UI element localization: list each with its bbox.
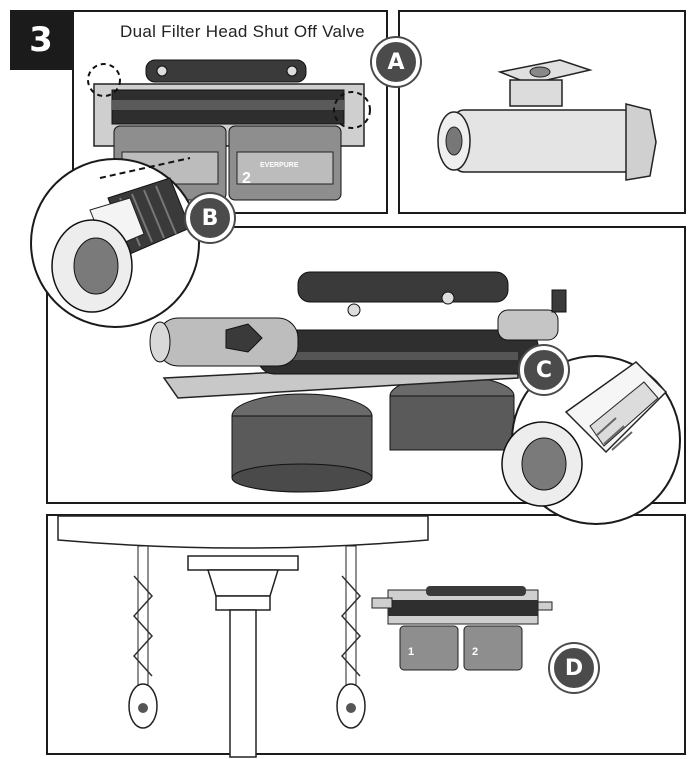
drain: [187, 555, 299, 571]
filter-label-2: 2: [242, 170, 251, 187]
mini-filter-label-1: 1: [408, 646, 415, 658]
sink-basin: [57, 515, 429, 549]
diagram-title: Dual Filter Head Shut Off Valve: [120, 22, 365, 41]
installation-illustration: [57, 515, 553, 758]
panel-shutoff-valve: [398, 10, 686, 214]
mini-canister-2: [463, 625, 523, 671]
filter-brand: EVERPURE: [260, 162, 299, 169]
shutoff-valve-illustration: [437, 59, 657, 181]
mini-canister-1: [399, 625, 459, 671]
panel-installation: 1 2: [46, 514, 686, 758]
mini-filter-label-2: 2: [472, 646, 479, 658]
detail-circle-b: [30, 157, 200, 328]
step-number: 3: [29, 20, 53, 60]
manifold-illustration: [149, 271, 567, 493]
detail-circle-c: [501, 355, 681, 525]
step-number-box: 3: [10, 10, 72, 70]
callout-b: B: [186, 194, 234, 242]
valve-body: [453, 109, 635, 173]
callout-d: D: [550, 644, 598, 692]
head-handle: [145, 59, 307, 83]
mid-canister-2: [389, 395, 515, 451]
detail-circle-left: [87, 63, 121, 97]
callout-a: A: [372, 38, 420, 86]
detail-circle-right: [333, 91, 371, 129]
mid-handle: [297, 271, 509, 303]
callout-c: C: [520, 346, 568, 394]
